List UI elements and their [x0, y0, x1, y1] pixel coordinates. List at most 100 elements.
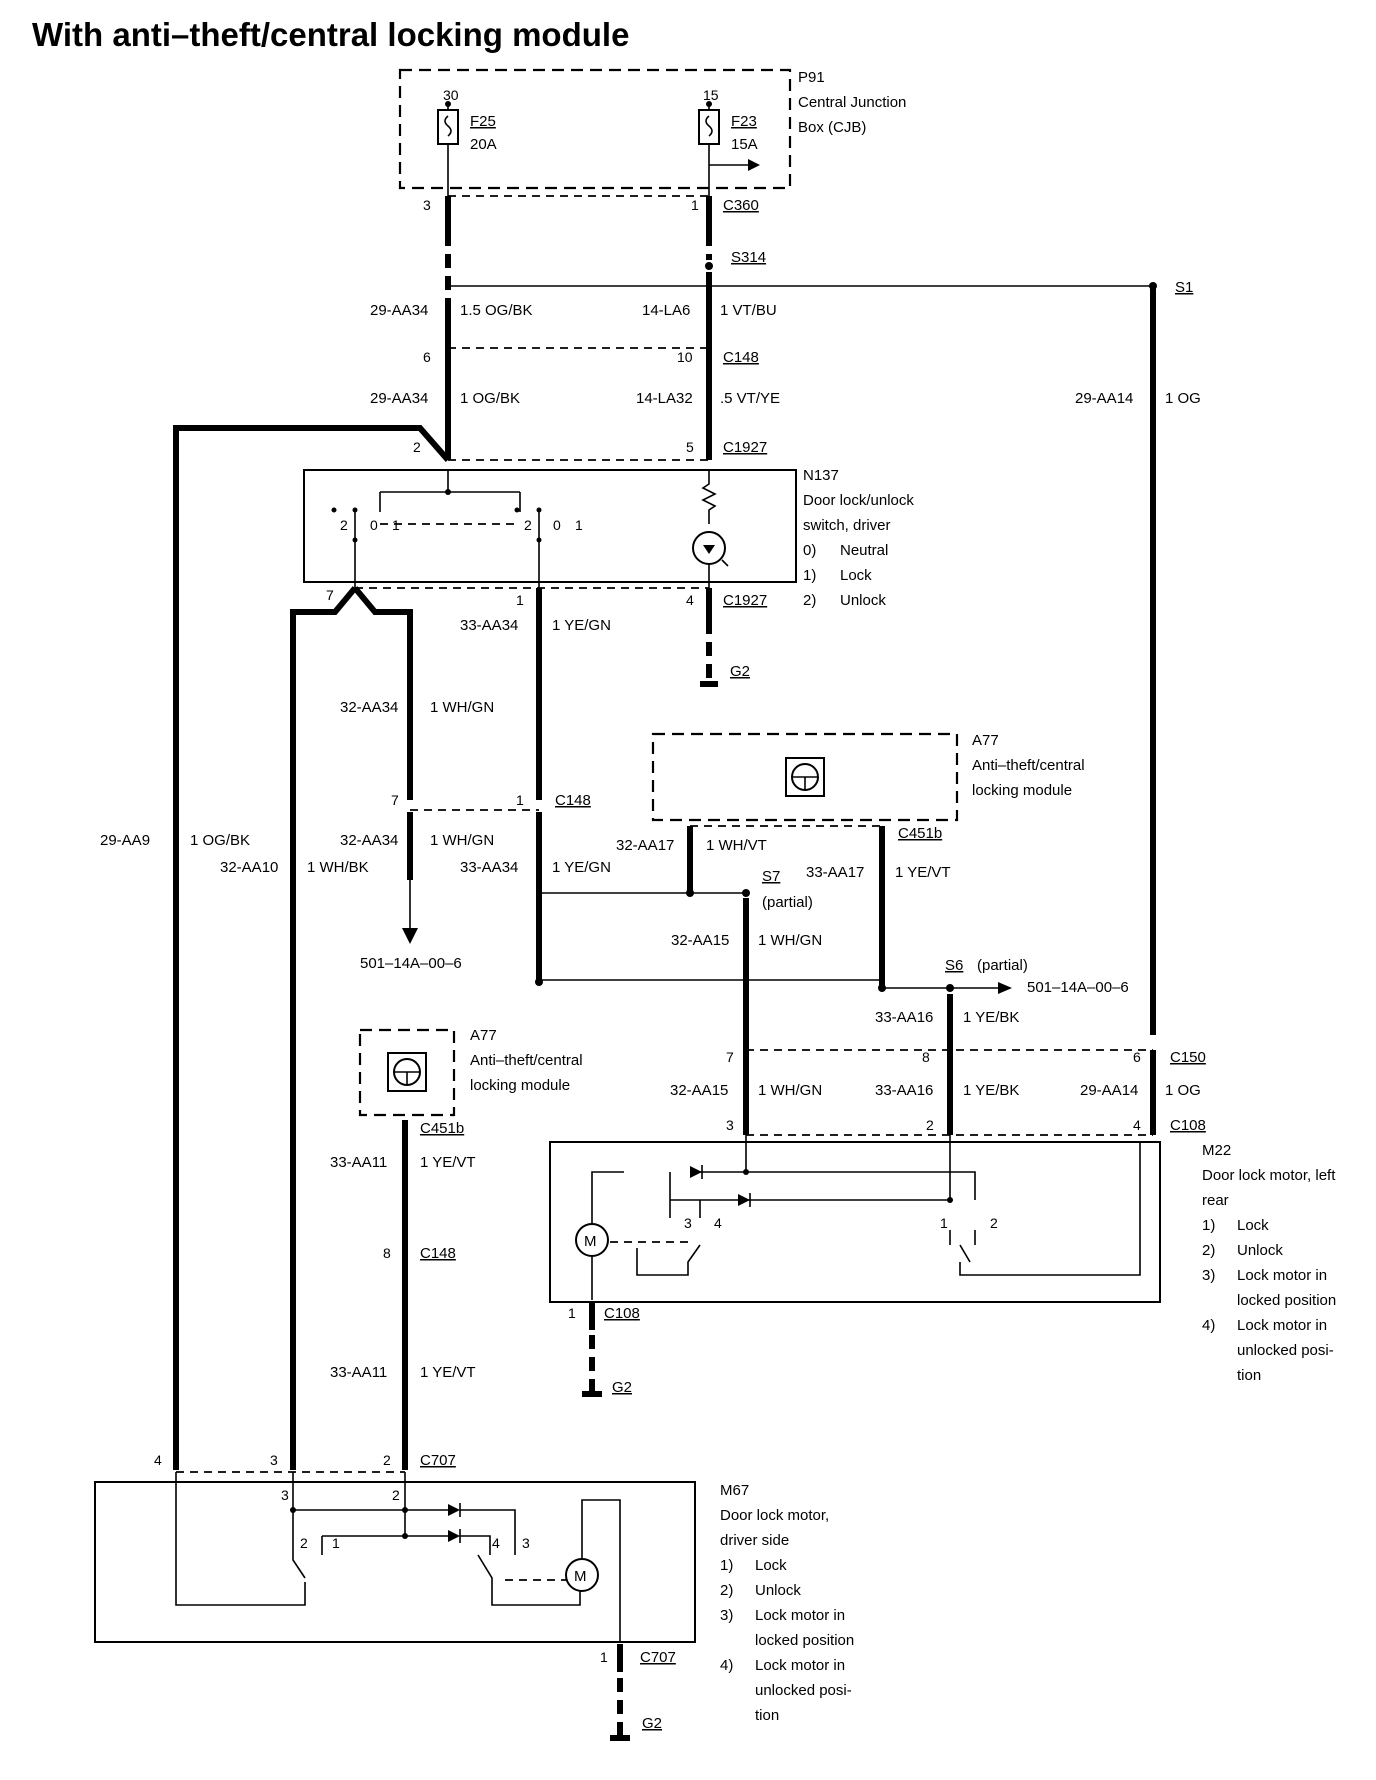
m22-box [549, 1141, 1161, 1303]
n137-box [303, 469, 797, 583]
wire-code: 33-AA16 [875, 1009, 933, 1026]
a77-lower-name-line2: locking module [470, 1077, 570, 1094]
wire-spec: 1 WH/GN [758, 1082, 822, 1099]
p91-box [398, 68, 792, 190]
n137-option-1-text: Lock [840, 567, 872, 584]
m67-name-line2: driver side [720, 1532, 789, 1549]
c707-ground-pin-1: 1 [600, 1649, 608, 1665]
c707-pin-4: 4 [154, 1452, 162, 1468]
contact-dot [514, 507, 520, 513]
fuse-f23-label: F23 [731, 113, 757, 130]
s6-note: (partial) [977, 957, 1028, 974]
splice-s7-node [742, 889, 750, 897]
junction-node [686, 889, 694, 897]
arrow-right-icon [748, 159, 760, 171]
s6-label: S6 [945, 957, 963, 974]
fuse-f23-rating: 15A [731, 136, 758, 153]
wire-spec: 1 OG/BK [460, 390, 520, 407]
m22-option-4-text3: tion [1237, 1367, 1261, 1384]
wire-spec: 1 WH/BK [307, 859, 369, 876]
c150-pin-8: 8 [922, 1049, 930, 1065]
m22-option-1: 1) [1202, 1217, 1215, 1234]
m22-name-line1: Door lock motor, left [1202, 1167, 1336, 1184]
c148-top-pin-10: 10 [677, 349, 693, 365]
wire-code: 29-AA9 [100, 832, 150, 849]
fuse-f23-wire [705, 104, 750, 196]
pin-30: 30 [443, 87, 459, 103]
c108-ground-label: C108 [604, 1305, 640, 1322]
s7-note: (partial) [762, 894, 813, 911]
c148-low-pin-8: 8 [383, 1245, 391, 1261]
c150-pin-7: 7 [726, 1049, 734, 1065]
wire-code: 32-AA34 [340, 832, 398, 849]
m67-contact-3: 3 [522, 1535, 530, 1551]
c108-pin-2: 2 [926, 1117, 934, 1133]
wire-code: 32-AA15 [670, 1082, 728, 1099]
s1-label: S1 [1175, 279, 1193, 296]
c707-pin-2: 2 [383, 1452, 391, 1468]
m22-contact-2: 2 [990, 1215, 998, 1231]
c148-low-label: C148 [420, 1245, 456, 1262]
resistor-icon [701, 470, 717, 524]
c108-label: C108 [1170, 1117, 1206, 1134]
m67-switches [292, 1510, 581, 1606]
m67-option-4-text1: Lock motor in [755, 1657, 845, 1674]
m22-option-4: 4) [1202, 1317, 1215, 1334]
a77-lower-id: A77 [470, 1027, 497, 1044]
m22-switch-lock [636, 1244, 701, 1276]
c148-top-label: C148 [723, 349, 759, 366]
c451b-label: C451b [898, 825, 942, 842]
wire-29aa9 [173, 425, 451, 1470]
diagram-title: With anti–theft/central locking module [32, 16, 629, 53]
c108-ground-pin-1: 1 [568, 1305, 576, 1321]
m22-option-2-text: Unlock [1237, 1242, 1283, 1259]
fuse-f25-wire [444, 104, 452, 196]
diode-icon [690, 1166, 702, 1178]
m22-contact-3: 3 [684, 1215, 692, 1231]
fuse-f25-label: F25 [470, 113, 496, 130]
junction-node [445, 489, 451, 495]
c148-mid-pin-7: 7 [391, 792, 399, 808]
m22-option-3-text2: locked position [1237, 1292, 1336, 1309]
m67-motor-wires [581, 1499, 621, 1642]
n137-option-0: 0) [803, 542, 816, 559]
m67-internal-loop [175, 1472, 306, 1606]
contact-dot [536, 507, 542, 513]
wire-code: 33-AA34 [460, 617, 518, 634]
wire-spec: 1 YE/BK [963, 1009, 1019, 1026]
wire-spec: 1 WH/GN [430, 832, 494, 849]
c707-label: C707 [420, 1452, 456, 1469]
m22-motor-wires [591, 1171, 624, 1300]
m22-option-3: 3) [1202, 1267, 1215, 1284]
m22-contact-1: 1 [940, 1215, 948, 1231]
m22-option-2: 2) [1202, 1242, 1215, 1259]
reference-label-1: 501–14A–00–6 [360, 955, 462, 972]
wire-spec: 1 WH/GN [430, 699, 494, 716]
m67-diode-wire-2 [321, 1510, 491, 1555]
m67-contact-1: 1 [332, 1535, 340, 1551]
reference-label-2: 501–14A–00–6 [1027, 979, 1129, 996]
wire-code: 32-AA17 [616, 837, 674, 854]
m67-option-2: 2) [720, 1582, 733, 1599]
c148-mid-label: C148 [555, 792, 591, 809]
wire-spec: 1 YE/VT [420, 1364, 476, 1381]
wire-code: 29-AA34 [370, 302, 428, 319]
n137-contact-0b: 0 [553, 517, 561, 533]
c1927-top-pin-5: 5 [686, 439, 694, 455]
module-icon [387, 1052, 427, 1092]
a77-id: A77 [972, 732, 999, 749]
m67-contact-4: 4 [492, 1535, 500, 1551]
a77-lower-name-line1: Anti–theft/central [470, 1052, 583, 1069]
n137-option-1: 1) [803, 567, 816, 584]
wire-code: 33-AA34 [460, 859, 518, 876]
m22-motor-letter: M [584, 1233, 597, 1250]
wire-spec: 1 YE/BK [963, 1082, 1019, 1099]
m67-option-1: 1) [720, 1557, 733, 1574]
c360-pin-1: 1 [691, 197, 699, 213]
junction-node [536, 537, 542, 543]
n137-option-2-text: Unlock [840, 592, 886, 609]
n137-contact-1: 1 [392, 517, 400, 533]
wire-code: 32-AA34 [340, 699, 398, 716]
m22-switch-wires [669, 1172, 701, 1218]
s314-label: S314 [731, 249, 766, 266]
